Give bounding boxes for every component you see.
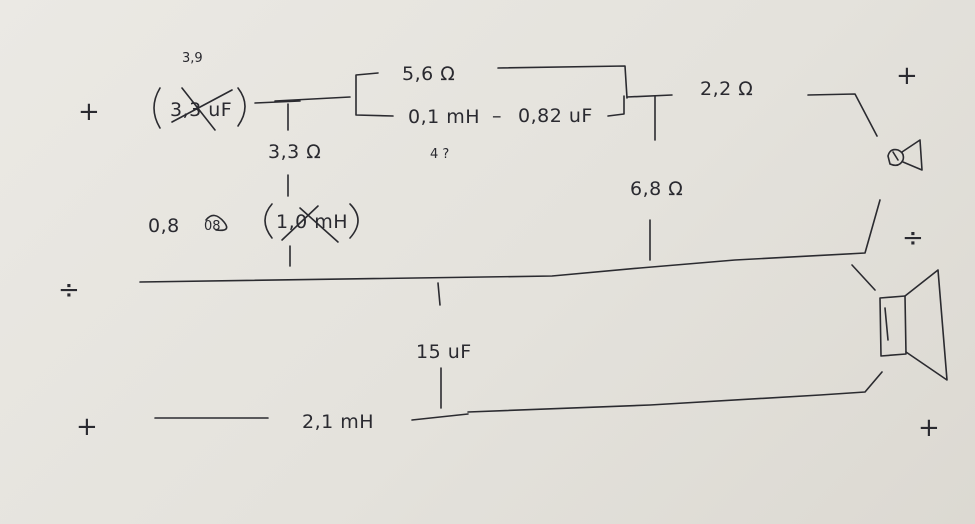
polarity-plus-tweeter: + [896,61,918,91]
polarity-minus-tweeter: ÷ [902,223,924,253]
label-dash: – [492,105,502,127]
cap-crossed-strike [171,87,233,131]
wire-woofer-neg [851,264,876,291]
wire-join-22 [626,94,673,98]
wire-22-to-tweeter [807,93,878,137]
polarity-minus-input: ÷ [58,275,80,305]
polarity-plus-woofer: + [918,413,940,443]
bracket-branch [355,72,394,117]
label-resistor-22: 2,2 Ω [700,78,753,100]
coil-crossed-strike [281,205,339,243]
woofer-speaker-icon [879,269,948,381]
crossed-08-scribble [205,214,228,232]
wire-top-node-to-branch [274,96,351,102]
label-inductor-01: 0,1 mH [408,106,480,128]
wire-top-cap-right [254,100,301,104]
label-capacitor-15: 15 uF [416,341,472,363]
label-inductor-08-crossed: 08 [204,219,221,234]
tweeter-speaker-icon [887,139,923,171]
label-capacitor-082: 0,82 uF [518,105,593,127]
cap-crossed-paren-left [153,87,161,129]
label-resistor-56: 5,6 Ω [402,63,455,85]
label-question: 4 ? [430,147,449,162]
label-cap-top: 3,3 uF [170,99,232,121]
label-resistor-68: 6,8 Ω [630,178,683,200]
wire-bottom-21-out [411,413,469,421]
polarity-plus-input-top: + [78,97,100,127]
ground-line [139,199,881,283]
coil-crossed-paren-left [264,203,273,239]
wire-15uf-from-ground [437,282,441,306]
label-inductor-08: 0,8 [148,215,180,237]
wire-082-branch [607,95,625,117]
cap-crossed-paren-right [237,87,246,127]
polarity-plus-input-bottom: + [76,412,98,442]
coil-crossed-paren-right [349,203,359,239]
wire-bottom-right [467,371,883,413]
label-cap-alternative: 3,9 [182,51,203,66]
label-inductor-10-crossed: 1,0 mH [276,211,348,233]
label-resistor-33: 3,3 Ω [268,141,321,163]
label-inductor-21: 2,1 mH [302,411,374,433]
wire-56-branch [497,65,628,99]
